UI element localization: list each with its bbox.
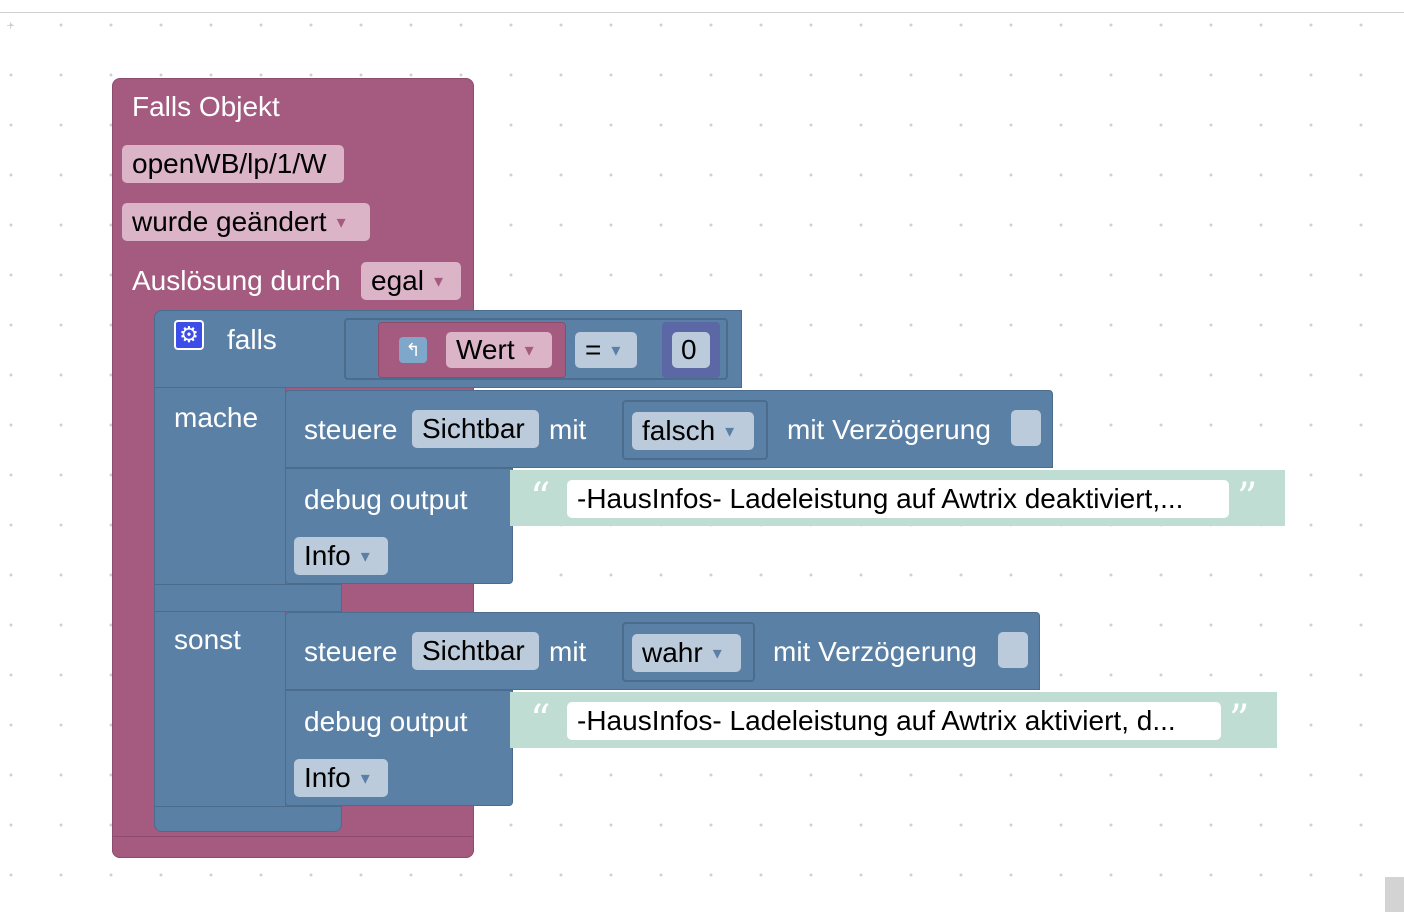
scrollbar-corner[interactable]	[1385, 877, 1404, 912]
control-with-else: mit	[549, 636, 587, 667]
debug-label-do: debug output	[304, 484, 468, 515]
boolean-dropdown-else[interactable]: wahr ▾	[632, 634, 741, 672]
delay-checkbox-do[interactable]	[1011, 410, 1041, 446]
chevron-down-icon: ▾	[336, 212, 346, 232]
chevron-down-icon: ▾	[524, 340, 534, 360]
log-level-dropdown-else[interactable]: Info ▾	[294, 759, 388, 797]
workspace-top-border	[0, 12, 1404, 13]
debug-text-field-else[interactable]: -HausInfos- Ladeleistung auf Awtrix akti…	[567, 702, 1221, 740]
log-level-dropdown-do[interactable]: Info ▾	[294, 537, 388, 575]
if-else-separator	[154, 584, 342, 612]
object-id-field[interactable]: openWB/lp/1/W	[122, 145, 344, 183]
operator-dropdown[interactable]: = ▾	[575, 332, 637, 368]
quote-close-icon: ”	[1229, 697, 1250, 743]
else-label: sonst	[174, 624, 241, 655]
control-target-else[interactable]: Sichtbar	[412, 632, 539, 670]
condition-dropdown[interactable]: wurde geändert ▾	[122, 203, 370, 241]
chevron-down-icon: ▾	[433, 271, 443, 291]
if-label: falls	[227, 324, 277, 355]
chevron-down-icon: ▾	[712, 643, 722, 663]
chevron-down-icon: ▾	[611, 340, 621, 360]
delay-label-do: mit Verzögerung	[787, 414, 991, 445]
control-target-do[interactable]: Sichtbar	[412, 410, 539, 448]
gear-icon[interactable]: ⚙	[174, 320, 204, 350]
boolean-dropdown-do[interactable]: falsch ▾	[632, 412, 754, 450]
if-else-block[interactable]	[154, 310, 286, 832]
variable-icon: ↰	[399, 337, 427, 363]
debug-label-else: debug output	[304, 706, 468, 737]
control-prefix-do: steuere	[304, 414, 398, 445]
chevron-down-icon: ▾	[725, 421, 735, 441]
trigger-label: Auslösung durch	[132, 265, 341, 296]
event-block-bottom-arm	[112, 836, 474, 858]
chevron-down-icon: ▾	[360, 768, 370, 788]
number-field[interactable]: 0	[672, 332, 710, 368]
if-block-bottom	[154, 806, 342, 832]
control-with-do: mit	[549, 414, 587, 445]
quote-open-icon: “	[530, 697, 551, 743]
quote-open-icon: “	[530, 475, 551, 521]
trigger-dropdown[interactable]: egal ▾	[361, 262, 461, 300]
control-prefix-else: steuere	[304, 636, 398, 667]
debug-text-field-do[interactable]: -HausInfos- Ladeleistung auf Awtrix deak…	[567, 480, 1229, 518]
variable-dropdown[interactable]: Wert ▾	[446, 332, 552, 368]
do-label: mache	[174, 402, 259, 433]
quote-close-icon: ”	[1237, 475, 1258, 521]
delay-label-else: mit Verzögerung	[773, 636, 977, 667]
chevron-down-icon: ▾	[360, 546, 370, 566]
event-block-title: Falls Objekt	[132, 91, 280, 122]
delay-checkbox-else[interactable]	[998, 632, 1028, 668]
